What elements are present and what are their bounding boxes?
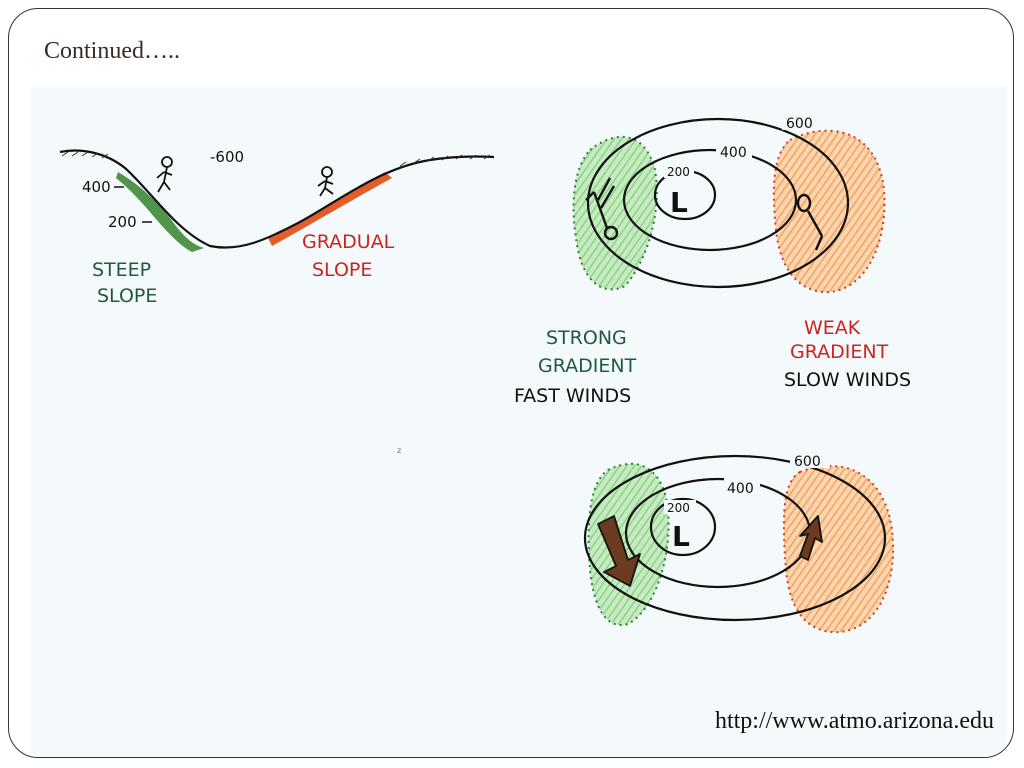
map-bottom-label-200: 200 [667, 501, 690, 515]
contour-600-ring [586, 117, 850, 289]
pressure-map-top: 600 400 200 L STRONG GRADIENT FAST WINDS… [514, 114, 911, 407]
slope-label-600: -600 [210, 148, 244, 166]
strong-caption-line2: GRADIENT [538, 355, 637, 377]
weak-gradient-area-bottom [782, 464, 895, 634]
map-bottom-label-400: 400 [727, 481, 754, 497]
wind-barb-strong-icon [585, 177, 619, 241]
weak-caption-line1: WEAK [804, 317, 861, 339]
contour-200-ring-bottom [649, 497, 717, 557]
steep-label-line2: SLOPE [97, 285, 157, 307]
map-top-label-200: 200 [667, 165, 690, 179]
gradual-slope-shading [268, 172, 392, 246]
weak-caption-line2: GRADIENT [790, 341, 889, 363]
map-top-label-600: 600 [786, 116, 813, 132]
low-pressure-symbol-top: L [670, 186, 688, 219]
map-bottom-label-600: 600 [794, 454, 821, 470]
slope-label-400: 400 [82, 178, 111, 196]
source-url: http://www.atmo.arizona.edu [714, 708, 994, 734]
weak-caption-line3: SLOW WINDS [784, 369, 911, 391]
gradual-label-line1: GRADUAL [302, 231, 395, 253]
ground-hatching [61, 151, 491, 167]
stray-mark: z [397, 446, 402, 455]
low-pressure-symbol-bottom: L [672, 520, 690, 553]
slide-title: Continued….. [44, 38, 180, 64]
strong-caption-line1: STRONG [546, 327, 627, 349]
fast-wind-arrow-icon [597, 515, 641, 587]
map-top-label-400: 400 [720, 145, 747, 161]
steep-slope-shading [116, 172, 204, 252]
strong-caption-line3: FAST WINDS [514, 385, 631, 407]
stick-figure-gradual-icon [317, 166, 334, 197]
ground-profile-line [59, 149, 495, 249]
steep-label-line1: STEEP [92, 259, 151, 281]
stick-figure-steep-icon [156, 156, 173, 193]
pressure-map-bottom: 600 400 200 L [583, 452, 895, 634]
contour-400-ring [622, 148, 798, 252]
weak-gradient-area [772, 129, 886, 294]
slope-cross-section: -600 400 200 STEEP SLOPE GRADUAL SLOPE [59, 148, 495, 307]
strong-gradient-area [572, 136, 658, 291]
contour-600-ring-bottom [583, 454, 887, 622]
slow-wind-arrow-icon [799, 515, 823, 561]
wind-barb-weak-icon [796, 193, 824, 251]
slope-label-200: 200 [108, 213, 137, 231]
gradual-label-line2: SLOPE [312, 259, 372, 281]
